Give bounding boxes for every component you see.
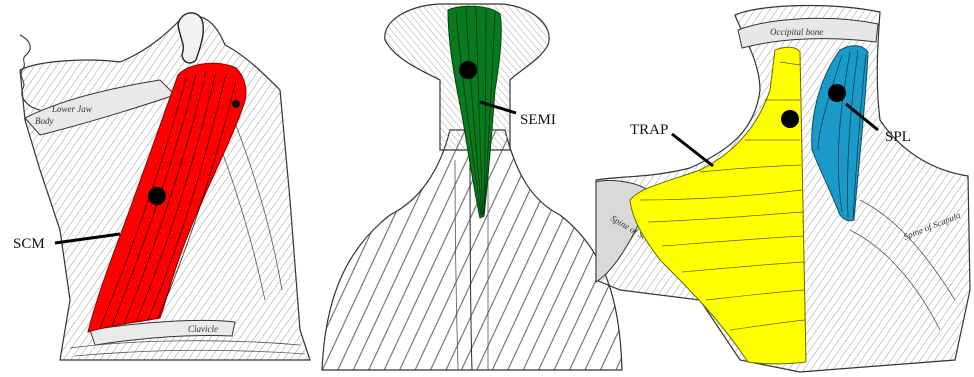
- trap-marker: [781, 110, 799, 128]
- scm-origin-dot: [232, 100, 240, 108]
- right-back-panel: Occipital bone Spine of Scapula Spine of…: [596, 6, 970, 372]
- spl-label: SPL: [885, 129, 911, 145]
- semi-label: SEMI: [520, 112, 556, 128]
- trap-label: TRAP: [630, 122, 668, 138]
- trap-leader-line: [672, 134, 713, 166]
- occipital-bone-label: Occipital bone: [770, 27, 823, 37]
- spl-marker: [828, 84, 846, 102]
- left-neck-panel: Lower Jaw Body Clavicle SCM: [13, 13, 310, 360]
- trap-muscle: [630, 47, 806, 364]
- middle-back-panel: SEMI: [322, 4, 622, 370]
- lower-jaw-label: Lower Jaw: [51, 104, 92, 114]
- semi-marker: [459, 61, 477, 79]
- body-label: Body: [35, 116, 54, 126]
- scm-marker: [148, 187, 166, 205]
- clavicle-label: Clavicle: [188, 324, 218, 334]
- scm-label: SCM: [13, 236, 45, 252]
